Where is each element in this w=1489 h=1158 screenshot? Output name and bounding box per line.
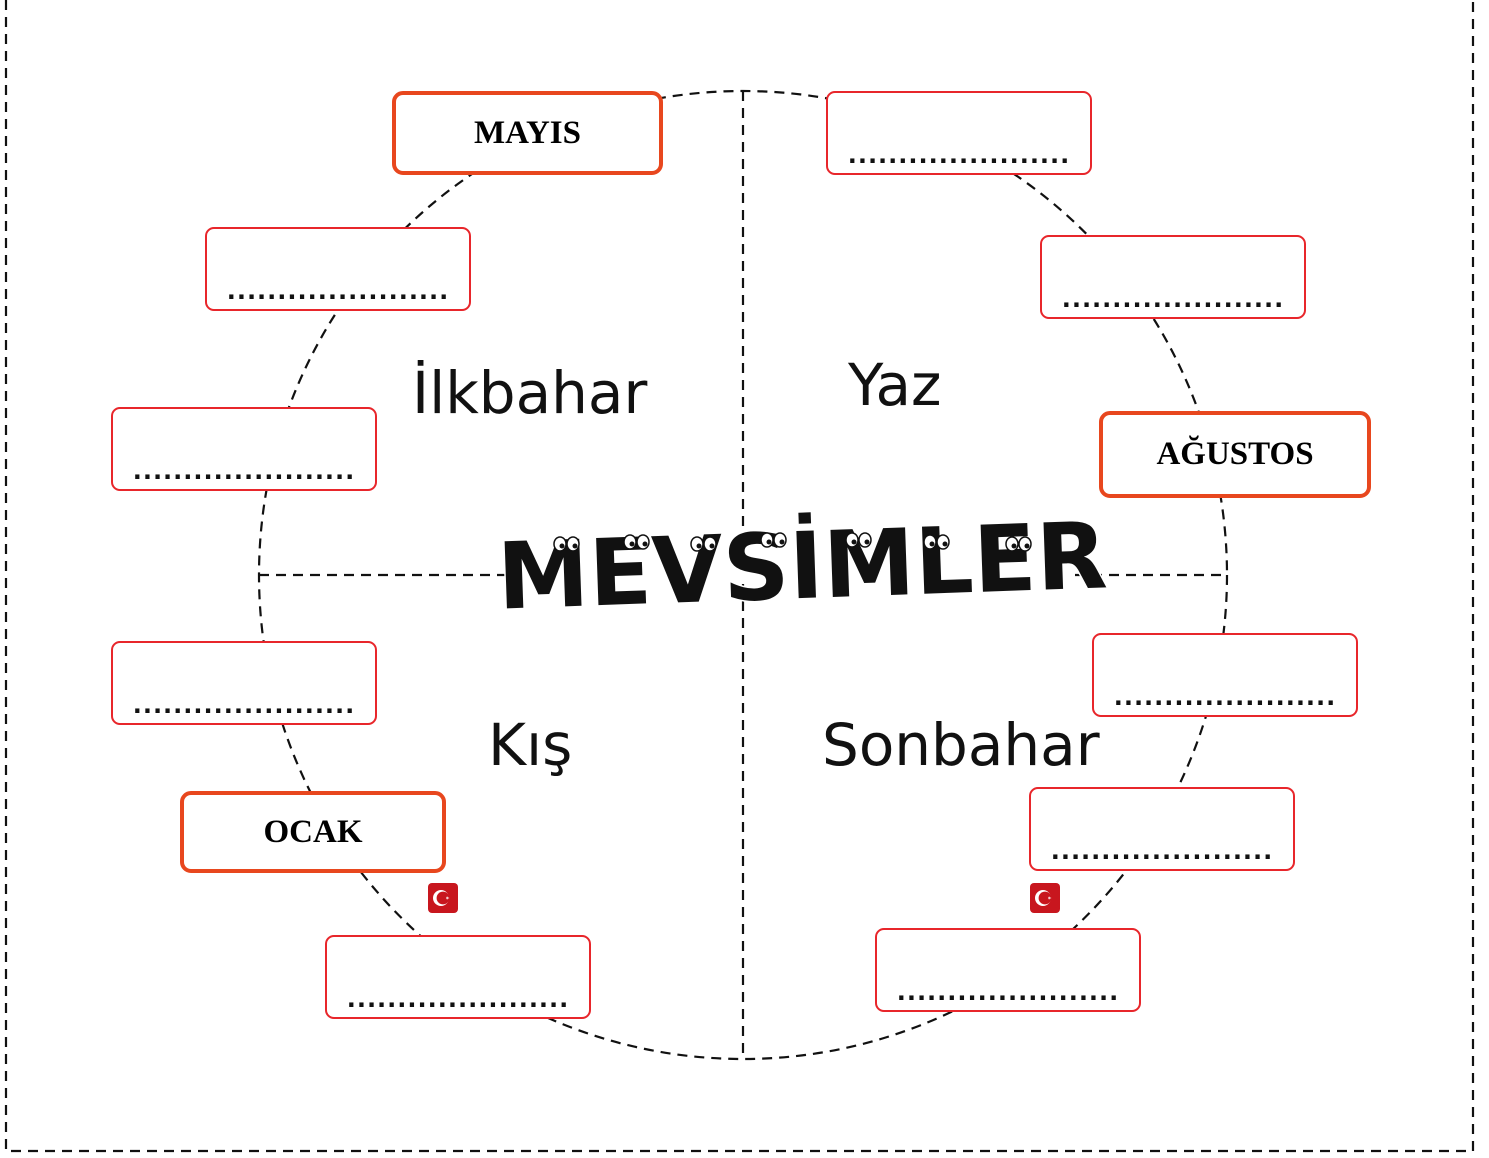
blank-dots: ...................... — [226, 277, 450, 305]
month-box-blank-winter-2[interactable]: ...................... — [325, 935, 591, 1019]
cartoon-eyes — [553, 532, 1032, 552]
season-label-autumn: Sonbahar — [822, 711, 1100, 779]
blank-dots: ...................... — [132, 691, 356, 719]
blank-dots: ...................... — [847, 141, 1071, 169]
season-label-winter: Kış — [488, 711, 573, 779]
month-answer-may: MAYIS — [474, 114, 581, 151]
blank-dots: ...................... — [1113, 683, 1337, 711]
blank-dots: ...................... — [896, 978, 1120, 1006]
month-box-blank-summer-2[interactable]: ...................... — [1040, 235, 1306, 319]
month-box-august[interactable]: AĞUSTOS — [1099, 411, 1371, 498]
month-box-blank-summer-1[interactable]: ...................... — [826, 91, 1092, 175]
month-box-may[interactable]: MAYIS — [392, 91, 663, 175]
month-box-blank-spring-1[interactable]: ...................... — [205, 227, 471, 311]
blank-dots: ...................... — [346, 985, 570, 1013]
month-box-blank-autumn-1[interactable]: ...................... — [1092, 633, 1358, 717]
blank-dots: ...................... — [1050, 837, 1274, 865]
season-label-spring: İlkbahar — [412, 359, 648, 427]
page-title: MEVSİMLER — [495, 500, 1108, 630]
month-box-january[interactable]: OCAK — [180, 791, 446, 873]
season-label-summer: Yaz — [848, 351, 942, 419]
month-answer-january: OCAK — [263, 813, 363, 850]
turkish-flag-icon — [428, 883, 458, 913]
blank-dots: ...................... — [132, 457, 356, 485]
turkish-flag-icon — [1030, 883, 1060, 913]
month-box-blank-winter-1[interactable]: ...................... — [111, 641, 377, 725]
blank-dots: ...................... — [1061, 285, 1285, 313]
month-answer-august: AĞUSTOS — [1156, 436, 1314, 472]
month-box-blank-autumn-2[interactable]: ...................... — [1029, 787, 1295, 871]
title-graphic: MEVSİMLER — [494, 499, 1110, 632]
month-box-blank-autumn-3[interactable]: ...................... — [875, 928, 1141, 1012]
month-box-blank-spring-2[interactable]: ...................... — [111, 407, 377, 491]
